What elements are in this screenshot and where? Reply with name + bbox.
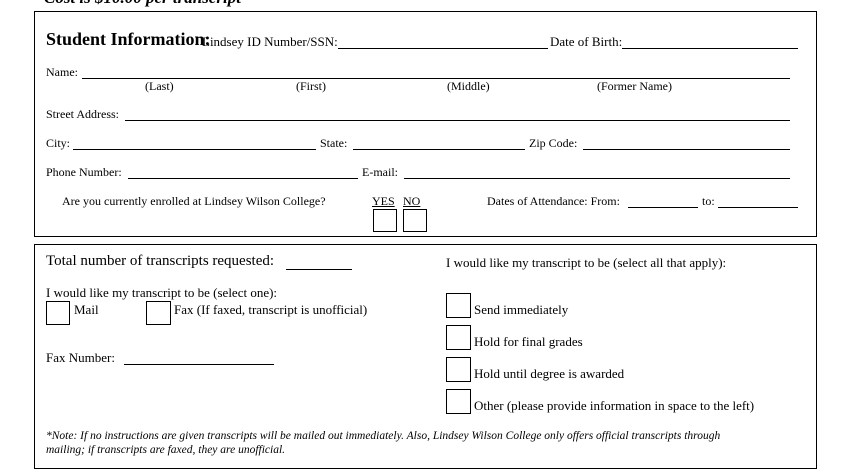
street-input-line[interactable] [125, 120, 790, 121]
hold-degree-label: Hold until degree is awarded [474, 366, 625, 381]
attendance-from-line[interactable] [628, 207, 698, 208]
attendance-to-label: to: [702, 194, 715, 208]
fax-number-line[interactable] [124, 364, 274, 365]
name-part-last: (Last) [145, 79, 174, 93]
no-label: NO [403, 194, 421, 208]
send-immediately-label: Send immediately [474, 302, 569, 317]
hold-degree-checkbox[interactable] [446, 357, 471, 382]
state-label: State: [320, 136, 348, 150]
student-info-heading: Student Information: [46, 29, 211, 49]
hold-final-grades-label: Hold for final grades [474, 334, 583, 349]
city-input-line[interactable] [73, 149, 316, 150]
mail-checkbox[interactable] [46, 301, 70, 325]
fax-number-label: Fax Number: [46, 350, 115, 365]
phone-input-line[interactable] [128, 178, 358, 179]
name-part-middle: (Middle) [447, 79, 490, 93]
dob-input-line[interactable] [622, 48, 798, 49]
total-transcripts-line[interactable] [286, 269, 352, 270]
phone-label: Phone Number: [46, 165, 122, 179]
enrolled-question: Are you currently enrolled at Lindsey Wi… [62, 194, 326, 208]
hold-final-grades-checkbox[interactable] [446, 325, 471, 350]
name-part-first: (First) [296, 79, 326, 93]
yes-label: YES [372, 194, 395, 208]
city-label: City: [46, 136, 71, 150]
dob-label: Date of Birth: [550, 34, 623, 49]
zip-input-line[interactable] [583, 149, 790, 150]
transcript-request-section [34, 244, 817, 469]
other-label: Other (please provide information in spa… [474, 398, 755, 413]
id-label: Lindsey ID Number/SSN: [202, 34, 338, 49]
mail-label: Mail [74, 302, 99, 317]
other-checkbox[interactable] [446, 389, 471, 414]
note-line-1: *Note: If no instructions are given tran… [46, 430, 721, 442]
name-input-line[interactable] [82, 78, 790, 79]
attendance-to-line[interactable] [718, 207, 798, 208]
state-input-line[interactable] [353, 149, 525, 150]
yes-checkbox[interactable] [373, 209, 397, 232]
email-label: E-mail: [362, 165, 398, 179]
cost-heading: Cost is $10.00 per transcript [44, 0, 241, 8]
fax-label: Fax (If faxed, transcript is unofficial) [174, 302, 368, 317]
name-label: Name: [46, 65, 78, 79]
attendance-label: Dates of Attendance: From: [487, 194, 620, 208]
student-info-section [34, 11, 817, 237]
email-input-line[interactable] [404, 178, 790, 179]
zip-label: Zip Code: [529, 136, 578, 150]
note-line-2: mailing; if transcripts are faxed, they … [46, 444, 286, 456]
select-one-label: I would like my transcript to be (select… [46, 285, 278, 300]
id-input-line[interactable] [338, 48, 548, 49]
name-part-former: (Former Name) [597, 79, 672, 93]
no-checkbox[interactable] [403, 209, 427, 232]
send-immediately-checkbox[interactable] [446, 293, 471, 318]
fax-checkbox[interactable] [146, 301, 171, 325]
street-label: Street Address: [46, 107, 119, 121]
select-all-label: I would like my transcript to be (select… [446, 255, 727, 270]
total-transcripts-label: Total number of transcripts requested: [46, 253, 275, 269]
